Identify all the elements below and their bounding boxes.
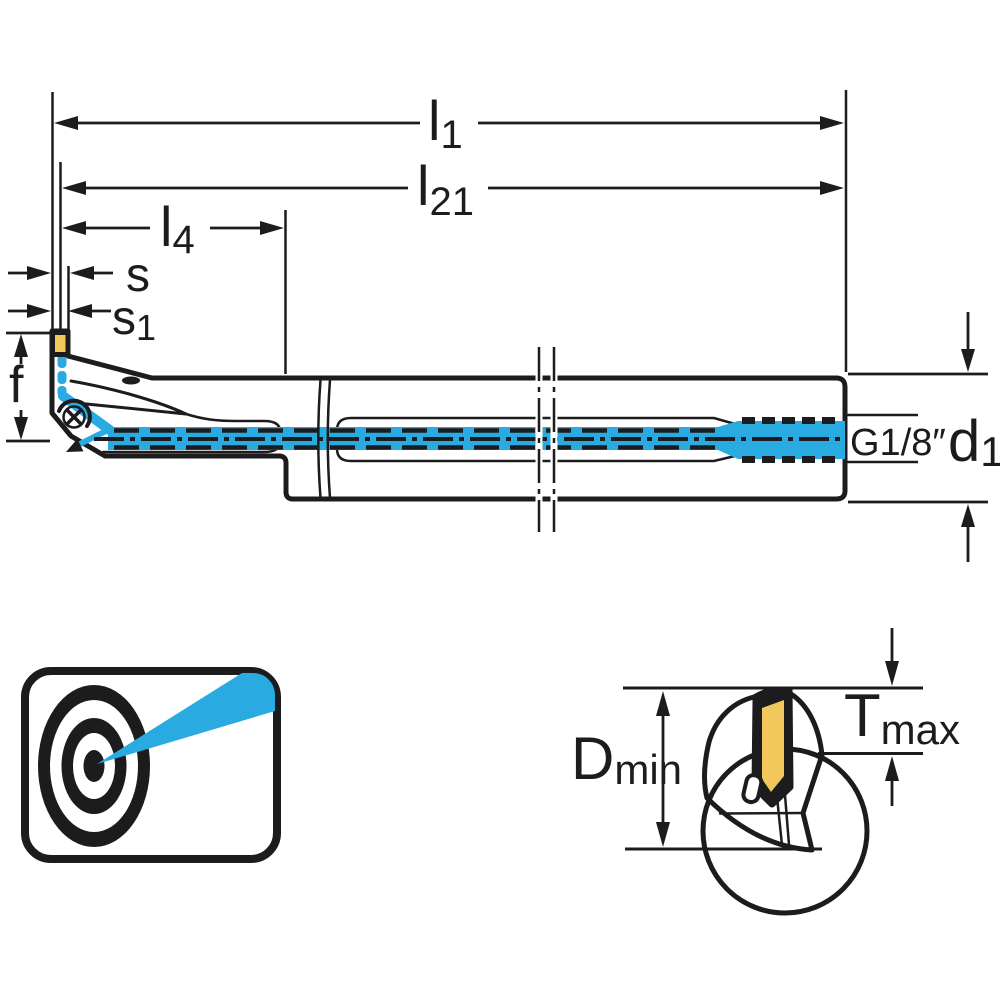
dim-l21: l21: [62, 154, 844, 224]
break-lines: [535, 347, 558, 532]
coolant-blade-dash-2: [57, 371, 67, 384]
insert-pocket-line-upper: [69, 379, 188, 416]
dim-s: s: [8, 249, 150, 302]
dim-dmin: Dmin: [571, 686, 923, 851]
boring-bar-side-view: l1 l21 l4 s s1: [6, 89, 1000, 562]
dim-s1: s1: [8, 292, 156, 348]
dim-label-l1: l1: [428, 89, 463, 157]
dim-label-tmax: Tmax: [844, 682, 960, 753]
top-screw-detail: [122, 376, 140, 385]
boring-bar-end-view: Dmin Tmax: [571, 628, 960, 916]
joint-line-1: [317, 378, 322, 500]
pocket-slot-line-1: [775, 795, 784, 847]
dimension-extension-lines: [51, 90, 848, 374]
pocket-floor-line: [718, 811, 805, 815]
screw-cross-icon: [65, 408, 83, 426]
pocket-slot-line-2: [783, 793, 791, 847]
thread-ticks: [742, 417, 835, 463]
cutting-insert: [55, 335, 66, 352]
insert-pocket-line-lower: [75, 401, 188, 416]
bar-body-outline: [49, 328, 848, 502]
thread-callout: G1/8″: [847, 413, 946, 464]
coolant-blade-dash-1: [57, 355, 67, 368]
neck-bore-contour: [101, 412, 282, 454]
insert-screw-slot: [741, 773, 764, 805]
dim-l4: l4: [62, 195, 284, 262]
dim-label-dmin: Dmin: [571, 725, 682, 793]
dim-f: f: [6, 331, 50, 443]
dim-label-s1: s1: [112, 292, 156, 348]
dim-label-f: f: [9, 356, 24, 414]
bullseye-icon: [38, 685, 150, 847]
screw-outer-arc: [57, 398, 92, 428]
end-insert-face: [762, 700, 784, 792]
dim-label-s: s: [126, 249, 150, 302]
thread-label: G1/8″: [850, 422, 946, 464]
dim-label-l21: l21: [417, 154, 474, 224]
coolant-jet-arrowhead: [66, 438, 84, 452]
screw-head-circle: [62, 405, 86, 429]
coolant-jet-wedge: [97, 673, 275, 764]
dim-tmax: Tmax: [818, 628, 960, 806]
precision-coolant-icon: [21, 667, 281, 863]
coolant-jet: [75, 428, 109, 448]
dim-label-l4: l4: [160, 195, 195, 262]
clamp-screw: [57, 398, 92, 429]
dim-l1: l1: [54, 89, 844, 157]
joint-line-2: [326, 378, 332, 500]
dim-d1: d1: [848, 312, 1000, 562]
dim-label-d1: d1: [948, 409, 1000, 475]
